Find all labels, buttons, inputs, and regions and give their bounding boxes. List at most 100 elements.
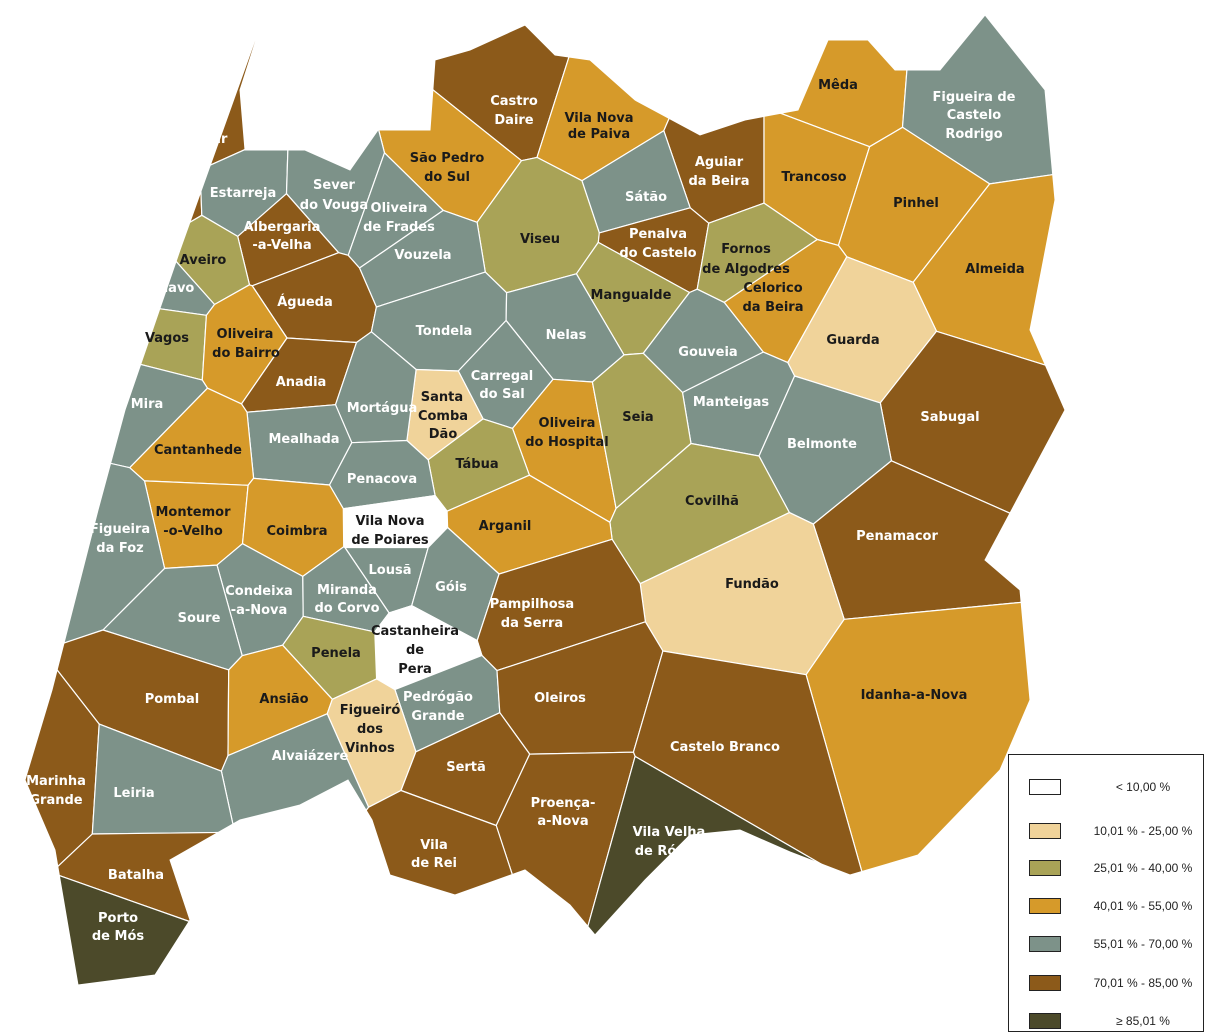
label-leiria: Leiria — [113, 786, 154, 801]
legend-swatch — [1029, 823, 1061, 839]
label-serta: Sertã — [446, 760, 486, 775]
label-gouveia: Gouveia — [678, 345, 737, 360]
label-tondela: Tondela — [416, 324, 473, 339]
label-condeixa-a-nova: Condeixa-a-Nova — [225, 584, 292, 618]
label-arganil: Arganil — [479, 519, 532, 534]
label-penamacor: Penamacor — [856, 529, 938, 544]
label-coimbra: Coimbra — [267, 524, 328, 539]
legend-row-0: < 10,00 % — [1009, 779, 1203, 799]
label-penela: Penela — [311, 646, 361, 661]
label-manteigas: Manteigas — [693, 395, 770, 410]
label-gois: Góis — [435, 580, 467, 595]
label-mira: Mira — [131, 397, 164, 412]
label-satao: Sátão — [625, 190, 667, 205]
label-tabua: Tábua — [455, 457, 498, 472]
legend-row-6: ≥ 85,01 % — [1009, 1013, 1203, 1033]
label-seia: Seia — [622, 410, 653, 425]
legend-swatch — [1029, 779, 1061, 795]
label-mealhada: Mealhada — [268, 432, 339, 447]
label-alvaiazere: Alvaiázere — [272, 749, 349, 764]
legend-label: 10,01 % - 25,00 % — [1093, 824, 1193, 838]
territory-outline — [24, 11, 1066, 986]
label-aveiro: Aveiro — [180, 253, 227, 268]
legend-swatch — [1029, 898, 1061, 914]
label-vouzela: Vouzela — [394, 248, 451, 263]
label-mangualde: Mangualde — [591, 288, 672, 303]
map-legend: < 10,00 % 10,01 % - 25,00 % 25,01 % - 40,0… — [1008, 754, 1204, 1032]
label-vagos: Vagos — [145, 331, 189, 346]
label-idanha-a-nova: Idanha-a-Nova — [861, 688, 968, 703]
label-fundao: Fundão — [725, 577, 779, 592]
legend-row-4: 55,01 % - 70,00 % — [1009, 936, 1203, 956]
legend-label: 40,01 % - 55,00 % — [1093, 899, 1193, 913]
label-oleiros: Oleiros — [534, 691, 586, 706]
legend-label: < 10,00 % — [1115, 780, 1171, 794]
label-castelo-branco: Castelo Branco — [670, 740, 780, 755]
label-pombal: Pombal — [145, 692, 200, 707]
legend-label: ≥ 85,01 % — [1116, 1014, 1170, 1028]
label-belmonte: Belmonte — [787, 437, 857, 452]
legend-label: 55,01 % - 70,00 % — [1093, 937, 1193, 951]
label-mortagua: Mortágua — [347, 401, 418, 416]
label-ansiao: Ansião — [259, 692, 308, 707]
label-ilhavo: Ílhavo — [150, 280, 195, 296]
label-proenca-a-nova: Proença-a-Nova — [531, 796, 596, 829]
legend-row-1: 10,01 % - 25,00 % — [1009, 823, 1203, 843]
label-lousa: Lousã — [369, 563, 412, 578]
legend-swatch — [1029, 1013, 1061, 1029]
legend-row-5: 70,01 % - 85,00 % — [1009, 975, 1203, 995]
legend-row-2: 25,01 % - 40,00 % — [1009, 860, 1203, 880]
label-ovar: Ovar — [193, 132, 228, 147]
label-pinhel: Pinhel — [893, 196, 939, 211]
label-guarda: Guarda — [826, 333, 879, 348]
label-meda: Mêda — [818, 78, 858, 93]
label-almeida: Almeida — [965, 262, 1024, 277]
label-covilha: Covilhã — [685, 494, 739, 509]
label-montemor-o-velho: Montemor-o-Velho — [155, 505, 231, 539]
label-trancoso: Trancoso — [781, 170, 846, 185]
label-albergaria-a-velha: Albergaria-a-Velha — [244, 220, 321, 253]
legend-label: 70,01 % - 85,00 % — [1093, 976, 1193, 990]
label-cantanhede: Cantanhede — [154, 443, 242, 458]
legend-label: 25,01 % - 40,00 % — [1093, 861, 1193, 875]
label-penacova: Penacova — [347, 472, 417, 487]
label-sabugal: Sabugal — [920, 410, 979, 425]
label-batalha: Batalha — [108, 868, 164, 883]
legend-row-3: 40,01 % - 55,00 % — [1009, 898, 1203, 918]
legend-swatch — [1029, 936, 1061, 952]
label-murtosa: Murtosa — [132, 189, 192, 204]
label-nelas: Nelas — [546, 328, 587, 343]
legend-swatch — [1029, 860, 1061, 876]
label-viseu: Viseu — [520, 232, 560, 247]
label-anadia: Anadia — [276, 375, 327, 390]
region-ovar — [25, 12, 351, 171]
label-estarreja: Estarreja — [210, 186, 276, 201]
region-murtosa — [25, 31, 203, 260]
